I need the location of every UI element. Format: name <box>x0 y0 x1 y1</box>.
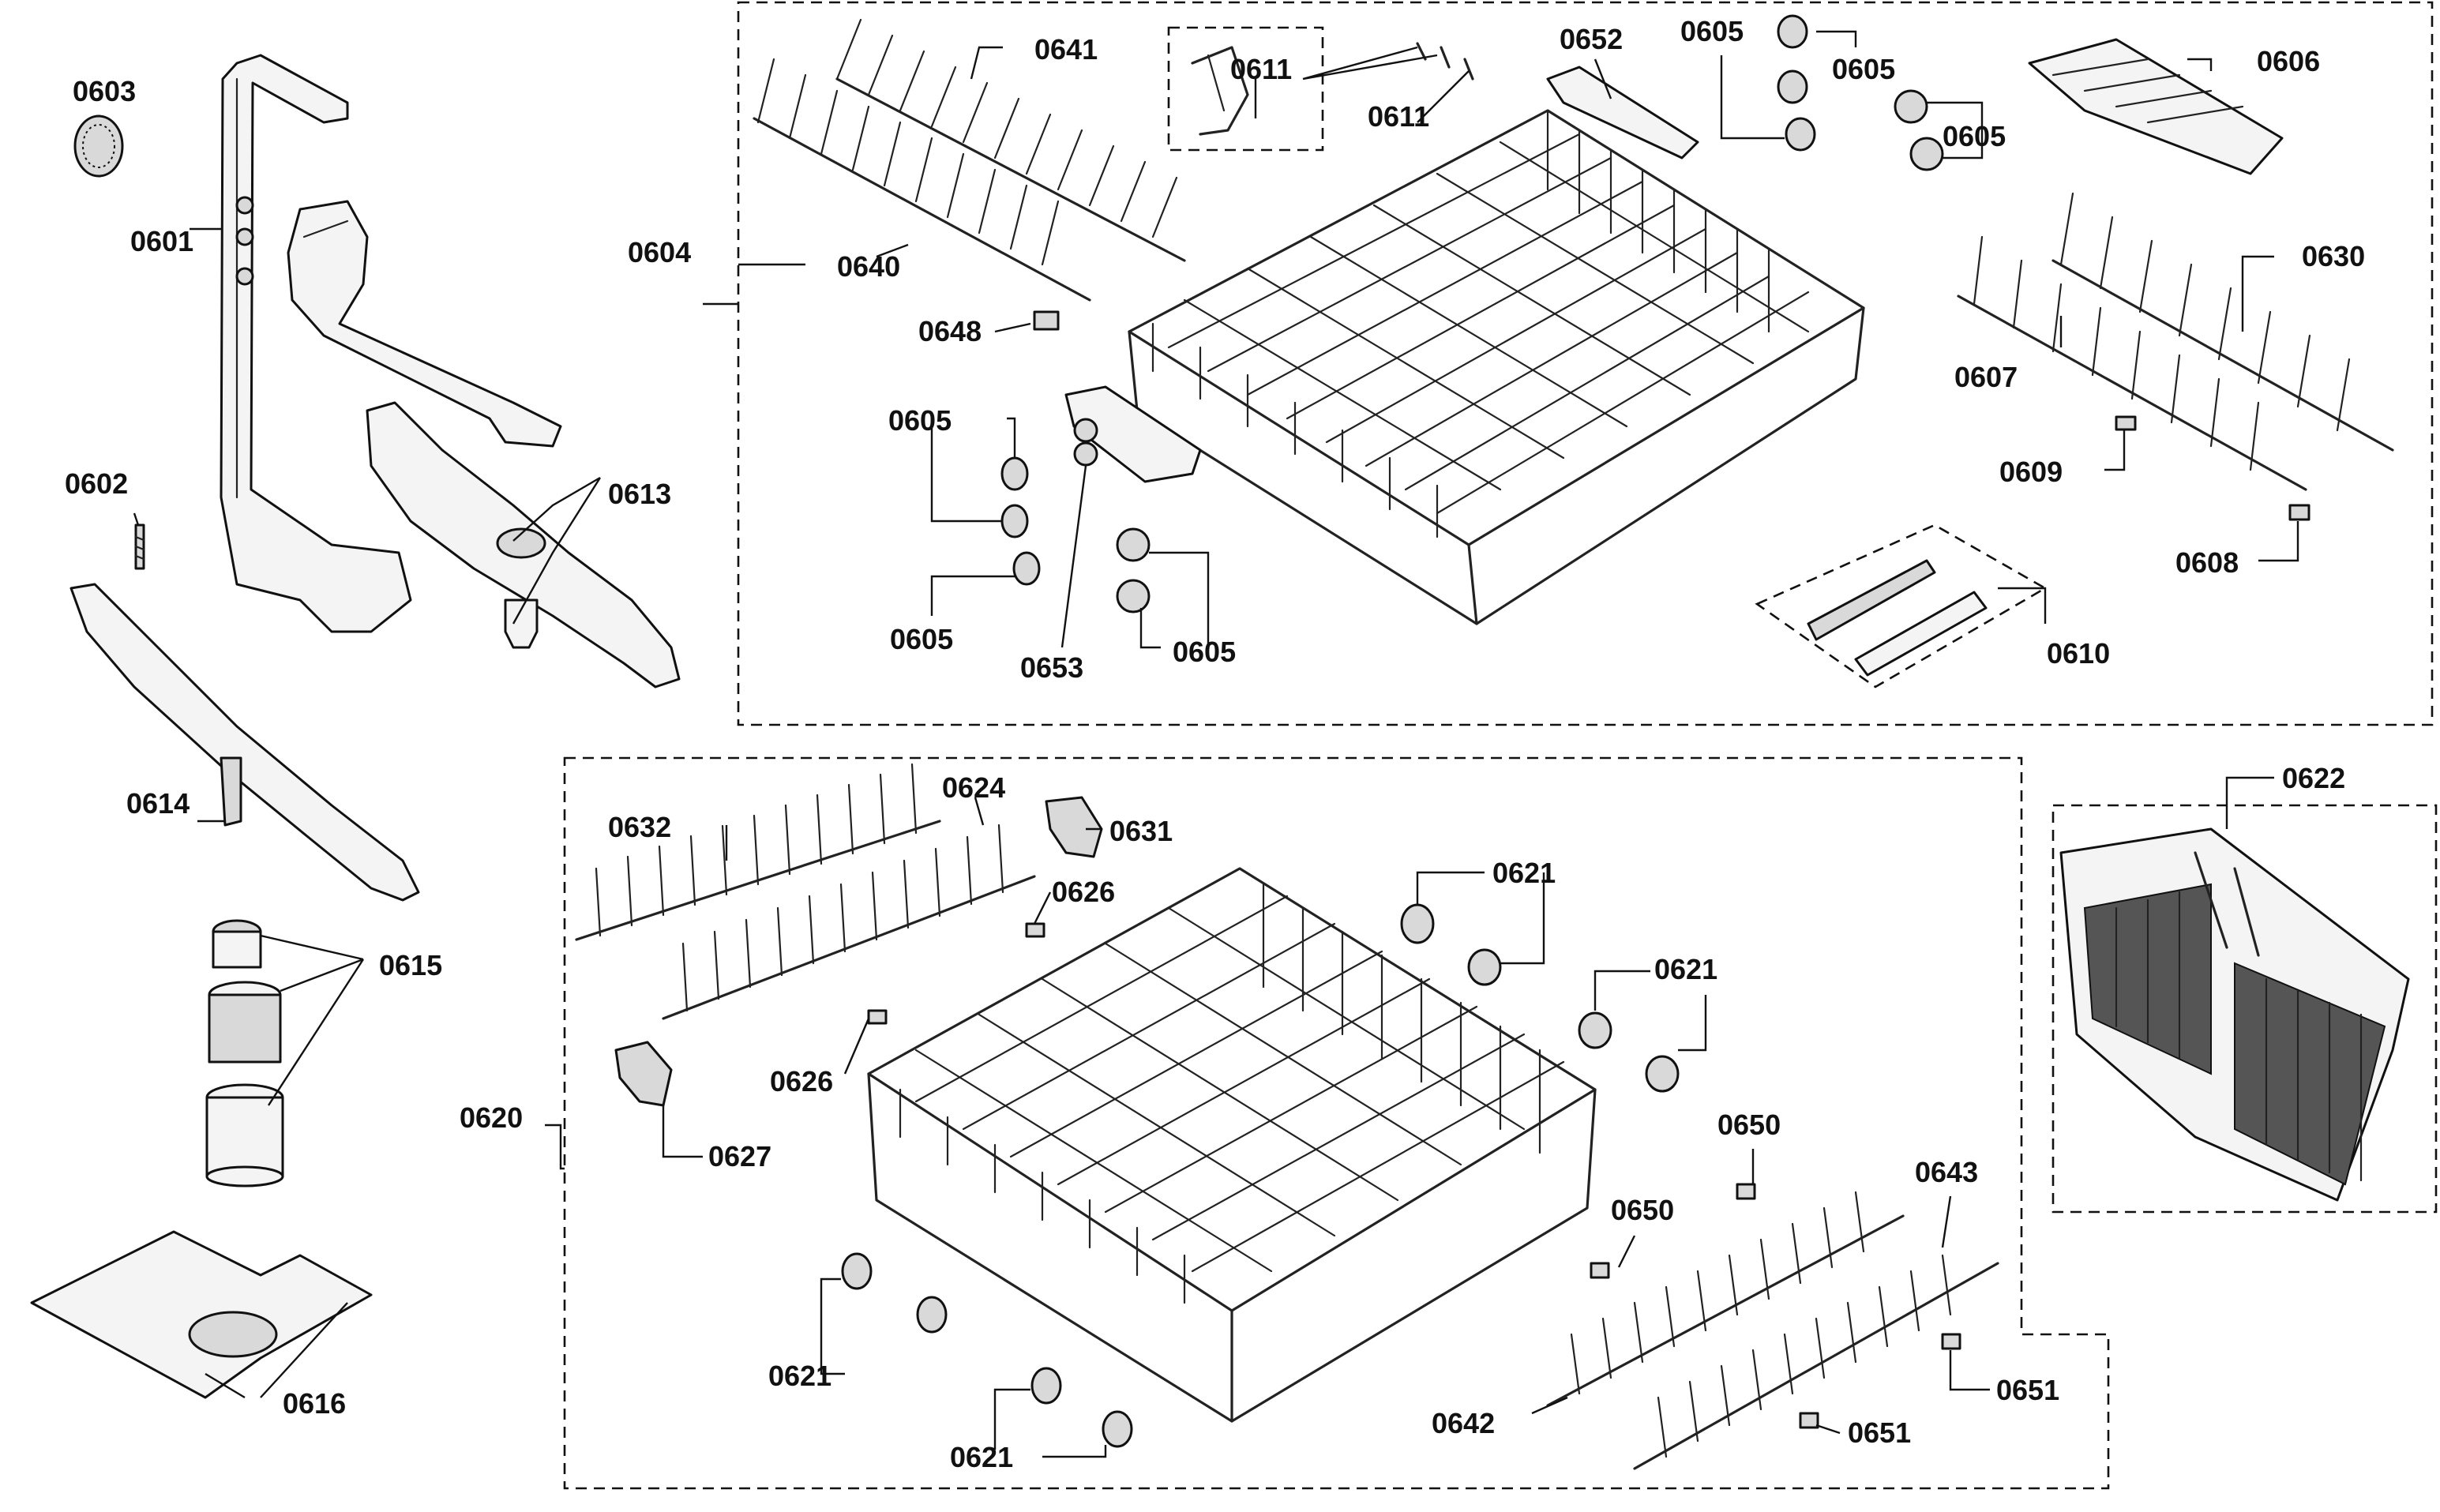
label-0631: 0631 <box>1109 815 1173 847</box>
cutlery-basket-group-box <box>2051 804 2438 1214</box>
label-0620: 0620 <box>460 1101 523 1134</box>
part-0642-tine-row <box>1546 1191 1905 1407</box>
label-0616: 0616 <box>283 1387 346 1420</box>
label-0630: 0630 <box>2302 240 2365 272</box>
label-0605d: 0605 <box>1680 15 1744 47</box>
label-0605a: 0605 <box>888 404 952 437</box>
label-0621b: 0621 <box>1654 953 1717 985</box>
part-0626-clip-lower <box>867 1009 888 1025</box>
label-0601: 0601 <box>130 225 193 257</box>
part-0616-sump-cover <box>30 1230 373 1399</box>
part-0624-tine-row <box>662 824 1036 1020</box>
label-0613: 0613 <box>608 478 671 510</box>
part-0603-cap <box>73 114 124 178</box>
leader-lines <box>133 30 2299 1458</box>
part-0615-filter-set <box>205 919 284 1187</box>
part-0632-tine-row <box>575 763 941 941</box>
part-0605-wheels-top <box>1777 14 1944 171</box>
part-0611-small-clips <box>1416 42 1474 81</box>
part-0650-clip-lower <box>1590 1262 1610 1279</box>
part-0650-clip-upper <box>1736 1183 1756 1200</box>
label-0611b: 0611 <box>1368 100 1429 133</box>
part-0641-tine-row <box>835 18 1186 262</box>
part-0653-adjuster <box>1064 385 1202 483</box>
part-0648-clip <box>1033 310 1060 331</box>
part-0614-lower-spray-arm <box>69 583 420 902</box>
label-0643: 0643 <box>1915 1156 1978 1188</box>
label-0624: 0624 <box>942 771 1005 804</box>
label-0610: 0610 <box>2047 637 2110 670</box>
label-0602: 0602 <box>65 467 128 500</box>
label-0621d: 0621 <box>950 1441 1013 1473</box>
label-0606: 0606 <box>2257 45 2320 77</box>
lower-rack-basket <box>867 867 1597 1423</box>
label-0621a: 0621 <box>1492 857 1556 889</box>
part-0621-wheels <box>841 903 1680 1448</box>
part-labels: 0603 0601 0602 0604 0641 0640 0648 0605 … <box>65 15 2365 1473</box>
label-0650a: 0650 <box>1717 1109 1781 1141</box>
upper-rack-group-box <box>737 1 2434 726</box>
label-0614: 0614 <box>126 787 190 820</box>
label-0642: 0642 <box>1432 1407 1495 1439</box>
handle-group-box <box>1755 523 2048 688</box>
part-0626-clip-upper <box>1025 922 1045 938</box>
label-0650b: 0650 <box>1611 1194 1674 1226</box>
label-0653: 0653 <box>1020 651 1083 684</box>
part-0651-clip-upper <box>1941 1333 1961 1350</box>
label-0632: 0632 <box>608 811 671 843</box>
label-0607: 0607 <box>1954 361 2018 393</box>
label-0652: 0652 <box>1560 23 1623 55</box>
part-0608-clip <box>2288 504 2310 521</box>
label-0641: 0641 <box>1034 33 1098 66</box>
part-0609-clip <box>2115 415 2137 431</box>
part-0651-clip-lower <box>1799 1412 1819 1429</box>
label-0605f: 0605 <box>1943 120 2006 152</box>
part-0601-spray-tube <box>220 54 412 633</box>
label-0608: 0608 <box>2175 546 2239 579</box>
part-0606-fold-shelf <box>2028 38 2284 175</box>
part-0643-tine-row <box>1633 1254 1999 1470</box>
part-0627-clip <box>614 1041 673 1107</box>
part-0607-tine-row <box>1957 235 2307 491</box>
upper-rack-basket <box>1128 109 1865 625</box>
lower-rack-group-box <box>563 756 2110 1490</box>
label-0626b: 0626 <box>770 1065 833 1097</box>
label-0605e: 0605 <box>1832 53 1895 85</box>
label-0615: 0615 <box>379 949 442 981</box>
part-0610-handle <box>1807 559 1988 677</box>
label-0627: 0627 <box>708 1140 771 1172</box>
label-0604: 0604 <box>628 236 691 268</box>
part-0613-feed-pipe <box>287 200 562 448</box>
part-0631-clip <box>1045 796 1103 858</box>
label-0640: 0640 <box>837 250 900 283</box>
label-0609: 0609 <box>1999 456 2063 488</box>
label-0651b: 0651 <box>1848 1416 1911 1449</box>
label-0605c: 0605 <box>1173 636 1236 668</box>
label-0622: 0622 <box>2282 762 2345 794</box>
label-0611a: 0611 <box>1230 53 1292 85</box>
part-0622-cutlery-basket <box>2059 827 2410 1202</box>
part-0613-spray-arm <box>366 401 681 688</box>
part-0611-clip <box>1191 46 1249 136</box>
label-0626a: 0626 <box>1052 876 1115 908</box>
part-0605-wheels-left <box>1000 456 1151 613</box>
label-0651a: 0651 <box>1996 1374 2059 1406</box>
part-0652-bracket <box>1546 66 1699 159</box>
part-0640-tine-row <box>753 58 1091 302</box>
part-0602-screw <box>134 523 145 570</box>
label-0621c: 0621 <box>768 1360 831 1392</box>
label-0648: 0648 <box>918 315 982 347</box>
label-0605b: 0605 <box>890 623 953 655</box>
part-0630-tine-row <box>2051 192 2394 452</box>
label-0603: 0603 <box>73 75 136 107</box>
clip-detail-box <box>1167 26 1324 152</box>
